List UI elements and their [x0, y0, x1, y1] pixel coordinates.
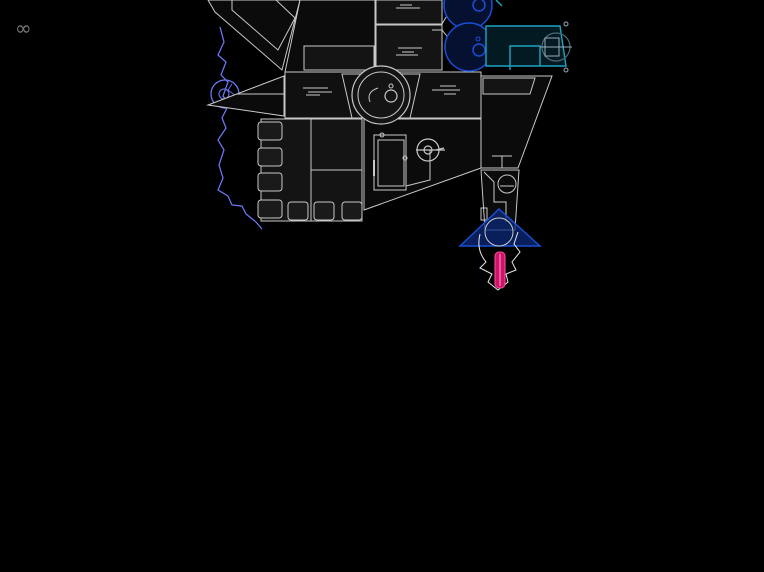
- sensor-icon[interactable]: [416, 138, 445, 162]
- cargo-pod[interactable]: [313, 201, 335, 221]
- turret-main-dot: [475, 36, 481, 42]
- hull-wing-top-left-inner: [231, 0, 296, 51]
- hull-nose-left[interactable]: [206, 75, 285, 117]
- reactor-core-center: [384, 89, 398, 103]
- turret-main-core: [472, 43, 486, 57]
- shield-arm[interactable]: [485, 0, 572, 73]
- cargo-pod[interactable]: [341, 201, 363, 221]
- door-pipe: [405, 150, 431, 187]
- engine-exhaust-outline: [478, 231, 521, 291]
- reactor-core-dot: [388, 83, 394, 89]
- hull-top-panel: [303, 45, 375, 71]
- turret-top-core: [472, 0, 486, 12]
- cargo-pod[interactable]: [257, 199, 283, 219]
- reactor-icon[interactable]: [341, 65, 421, 125]
- shield-arm-trace: [509, 45, 541, 70]
- engine-core: [484, 217, 514, 247]
- reactor-core-arc: [368, 87, 379, 103]
- engine-icon[interactable]: [458, 155, 542, 291]
- turret-icon[interactable]: [443, 0, 494, 72]
- cargo-pod[interactable]: [287, 201, 309, 221]
- door-icon[interactable]: [373, 132, 431, 191]
- module-top-right-1[interactable]: [375, 0, 443, 25]
- cargo-pod[interactable]: [257, 172, 283, 192]
- infinity-icon[interactable]: ∞: [15, 16, 32, 40]
- reactor-core-outer[interactable]: [351, 65, 411, 125]
- cargo-pod[interactable]: [257, 147, 283, 167]
- lightning-arc: [217, 26, 263, 230]
- door-panel: [377, 139, 405, 187]
- cargo-bay-icon[interactable]: [257, 121, 363, 221]
- hull-wing-right-inner: [482, 77, 536, 95]
- lightning-bolt-1: [217, 26, 263, 230]
- engine-port[interactable]: [497, 174, 517, 194]
- cargo-pod[interactable]: [257, 121, 283, 141]
- reactor-core-inner: [357, 71, 405, 119]
- engine-shield[interactable]: [458, 208, 542, 247]
